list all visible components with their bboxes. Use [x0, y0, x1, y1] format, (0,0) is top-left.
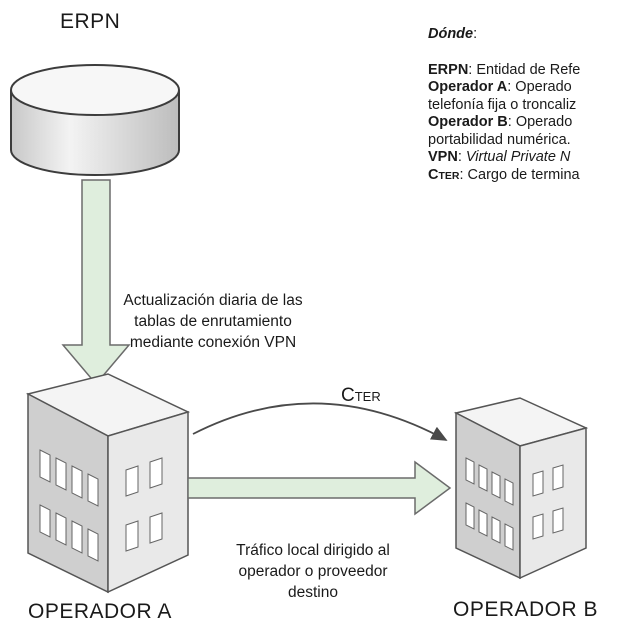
legend-text: Cargo de termina [463, 166, 580, 183]
update-caption-line-2: tablas de enrutamiento [134, 313, 292, 330]
legend-sep: : [507, 79, 512, 95]
legend-term-main: C [428, 166, 439, 183]
legend-heading-colon: : [473, 26, 478, 42]
legend-heading-word: Dónde [428, 26, 474, 42]
legend-sep: : [457, 149, 462, 165]
legend-item-operador-b-cont: portabilidad numérica. [428, 132, 629, 150]
legend-text: Operado [511, 79, 572, 95]
legend-text: Operado [511, 114, 573, 130]
legend-term-sub: TER [438, 169, 460, 182]
legend-item-operador-a: Operador A: Operado [428, 79, 629, 97]
traffic-caption-line-3: destino [288, 584, 338, 601]
operador-b-building-icon [453, 397, 589, 580]
legend-term: VPN [428, 149, 458, 165]
legend-term: Operador A [428, 79, 508, 95]
traffic-caption-line-1: Tráfico local dirigido al [236, 542, 390, 559]
update-caption-line-1: Actualización diaria de las [123, 292, 303, 309]
traffic-arrow [187, 460, 452, 516]
cter-label: CTER [341, 385, 381, 407]
operador-a-label: OPERADOR A [28, 600, 172, 623]
legend-term: ERPN [428, 61, 469, 78]
legend-sep: : [507, 114, 512, 130]
legend-item-vpn: VPN: Virtual Private N [428, 149, 629, 167]
erpn-database-icon [10, 64, 180, 176]
legend-text: portabilidad numérica. [428, 131, 571, 148]
cter-label-main: C [341, 385, 355, 406]
legend: Dónde: ERPN: Entidad de Refe Operador A:… [428, 26, 629, 185]
cter-curve-arrow [192, 402, 448, 441]
legend-sep: : [459, 166, 464, 183]
cter-label-sub: TER [354, 389, 381, 404]
legend-text: Entidad de Refe [472, 61, 581, 78]
operador-b-label: OPERADOR B [453, 598, 599, 621]
legend-item-erpn: ERPN: Entidad de Refe [428, 62, 629, 80]
legend-text: Virtual Private N [461, 149, 571, 165]
traffic-caption-line-2: operador o proveedor [238, 563, 388, 580]
update-caption-line-3: mediante conexión VPN [129, 334, 297, 351]
operador-a-building-icon [25, 373, 191, 594]
legend-item-cter: CTER: Cargo de termina [428, 167, 629, 186]
traffic-caption: Tráfico local dirigido al operador o pro… [205, 540, 421, 603]
vpn-update-arrow [61, 179, 131, 386]
legend-item-operador-b: Operador B: Operado [428, 114, 629, 132]
legend-sep: : [468, 61, 473, 78]
update-caption: Actualización diaria de las tablas de en… [110, 290, 316, 353]
legend-item-operador-a-cont: telefonía fija o troncaliz [428, 97, 629, 115]
erpn-title: ERPN [60, 10, 121, 33]
legend-term: Operador B [428, 114, 508, 130]
legend-heading: Dónde: [428, 26, 629, 44]
legend-text: telefonía fija o troncaliz [428, 96, 577, 113]
